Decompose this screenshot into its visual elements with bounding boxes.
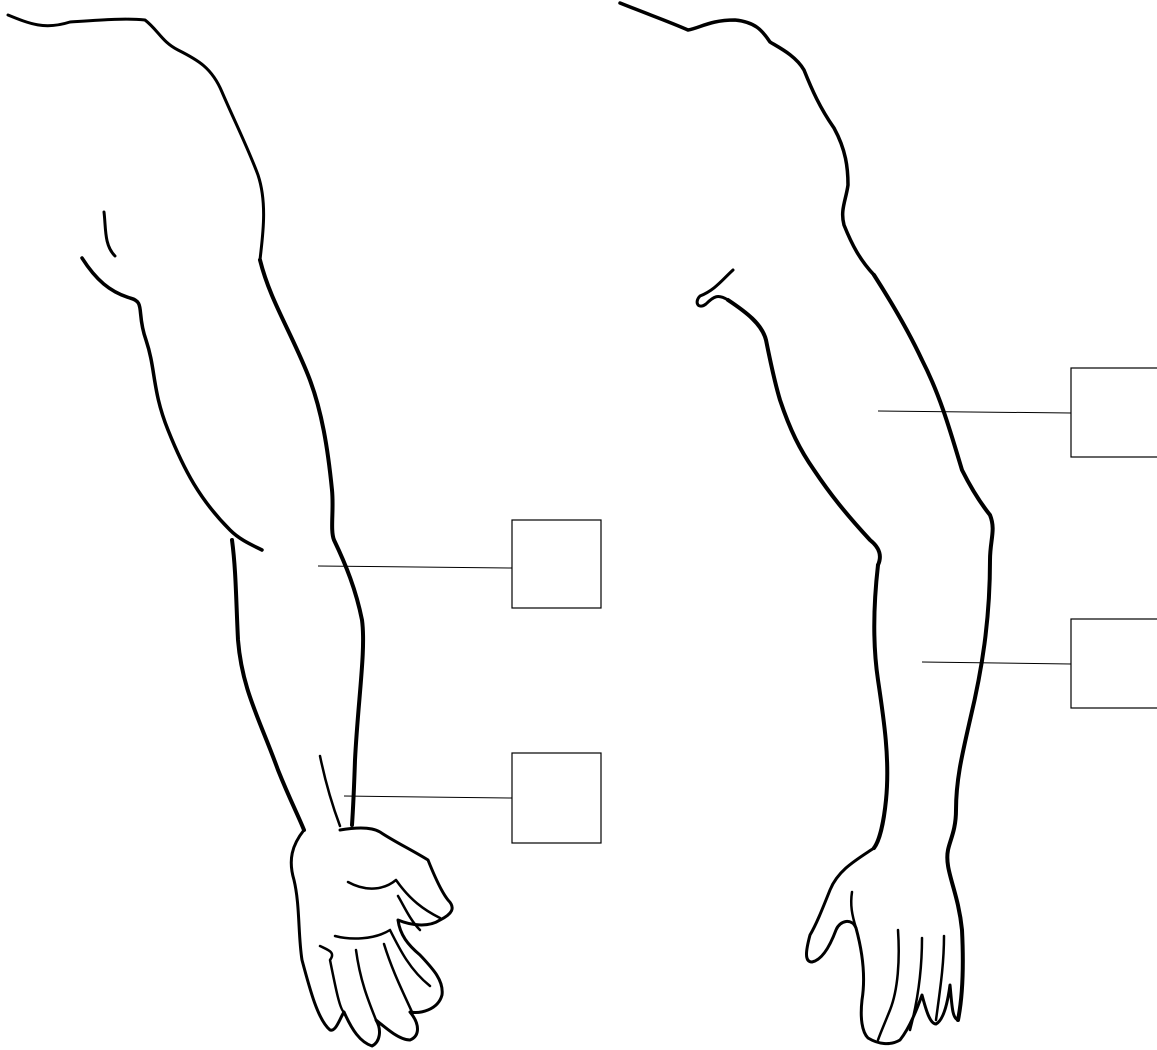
left-arm-finger-4-outline (384, 944, 412, 1012)
right-arm (620, 3, 993, 1044)
left-arm-outer-outline (260, 260, 363, 825)
right-arm-inner-outline (728, 300, 880, 565)
left-arm (8, 15, 452, 1046)
left-arm-shoulder-outline (8, 15, 264, 260)
left-arm-finger-5-outline (320, 756, 340, 826)
right-arm-hand-outline (807, 848, 959, 1044)
label-box-left-wrist[interactable] (512, 753, 601, 843)
leader-line-right-upper-arm (878, 411, 1071, 413)
label-box-right-forearm[interactable] (1071, 619, 1157, 708)
right-arm-outer-outline (874, 275, 993, 1020)
left-arm-finger-2-outline (320, 946, 344, 1012)
left-arm-inner-outline (82, 258, 262, 550)
left-arm-finger-1-outline (335, 930, 430, 986)
right-arm-finger-2-outline (910, 938, 922, 1030)
left-arm-armpit-outline (104, 212, 115, 256)
left-arm-inner-forearm-outline (232, 540, 304, 830)
leader-line-left-wrist (344, 796, 512, 798)
left-arm-thumb-outline (348, 880, 440, 918)
right-arm-shoulder-outline (620, 3, 874, 275)
left-arm-finger-3-outline (356, 950, 376, 1020)
right-arm-inner-forearm-outline (874, 565, 887, 848)
right-arm-finger-3-outline (936, 936, 944, 1020)
right-arm-finger-1-outline (878, 930, 899, 1040)
label-box-left-forearm[interactable] (512, 520, 601, 608)
leader-line-right-forearm (922, 662, 1071, 664)
label-box-right-upper-arm[interactable] (1071, 368, 1157, 457)
